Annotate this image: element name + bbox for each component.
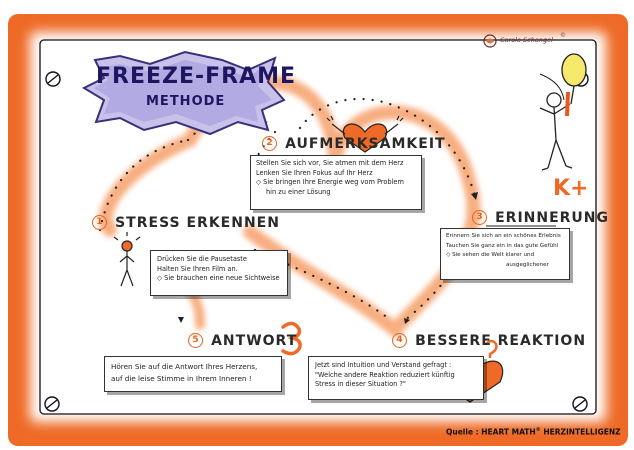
- author-signature-mark: ©: [560, 32, 566, 39]
- step-5-line: Hören Sie auf die Antwort Ihres Herzens,: [111, 362, 258, 371]
- source-registered-mark: ®: [535, 427, 541, 433]
- lightbulb-figure-icon: [113, 232, 141, 287]
- step-1-heading: 1 STRESS ERKENNEN: [92, 212, 280, 231]
- step-1-line: Halten Sie Ihren Film an.: [157, 264, 238, 273]
- step-5-line: auf die leise Stimme in Ihrem Inneren !: [111, 374, 252, 383]
- arrow-to-step4: [404, 318, 410, 324]
- step-2-heading: 2 AUFMERKSAMKEIT: [262, 133, 446, 152]
- step-3-line: Tauchen Sie ganz ein in das gute Gefühl: [446, 242, 559, 249]
- step-4-heading: 4 BESSERE REAKTION: [392, 330, 586, 349]
- kplus-logo: K+: [553, 176, 589, 201]
- source-suffix: HERZINTELLIGENZ: [543, 427, 621, 437]
- step-3-box: Erinnern Sie sich an ein schönes Erlebni…: [440, 228, 570, 280]
- step-3-line: ausgeglichener: [506, 261, 549, 268]
- step-4-line: Stress in dieser Situation ?": [315, 380, 406, 388]
- red-ribbon: [565, 92, 570, 116]
- step-5-heading: 5 ANTWORT: [188, 330, 297, 349]
- step-3-line: Erinnern Sie sich an ein schönes Erlebni…: [446, 233, 561, 239]
- step-5-number: 5: [188, 333, 203, 348]
- step-3-heading: 3 ERINNERUNG: [472, 207, 609, 226]
- step-1-title: STRESS ERKENNEN: [115, 215, 280, 231]
- author-logo-icon: [483, 34, 497, 48]
- step-1-box: Drücken Sie die Pausetaste Halten Sie Ih…: [150, 250, 288, 296]
- title-line-1: FREEZE-FRAME: [96, 64, 297, 89]
- step-3-title: ERINNERUNG: [495, 210, 609, 226]
- source-credit: Quelle : HEART MATH® HERZINTELLIGENZ: [446, 427, 621, 437]
- step-1-line: ◇ Sie brauchen eine neue Sichtweise: [157, 274, 280, 282]
- author-signature: Carola Schangel: [500, 36, 553, 44]
- arrow-to-step5: [178, 317, 184, 323]
- step-2-line: ◇ Sie bringen Ihre Energie weg vom Probl…: [256, 178, 404, 186]
- step-2-line: Stellen Sie sich vor, Sie atmen mit dem …: [256, 159, 404, 167]
- source-prefix: Quelle : HEART MATH: [446, 427, 536, 437]
- step-2-box: Stellen Sie sich vor, Sie atmen mit dem …: [250, 155, 422, 210]
- step-2-line: Lenken Sie Ihren Fokus auf Ihr Herz: [256, 168, 373, 177]
- step-4-line: "Welche andere Reaktion reduziert künfti…: [315, 370, 455, 379]
- step-2-line: hin zu einer Lösung: [266, 187, 331, 196]
- step-4-box: Jetzt sind Intuition und Verstand gefrag…: [308, 356, 484, 400]
- orange-three-icon: [281, 321, 302, 356]
- step-1-line: Drücken Sie die Pausetaste: [157, 255, 247, 263]
- arrow-to-step3: [471, 192, 478, 200]
- heart-icon: [326, 115, 404, 153]
- step-2-number: 2: [262, 136, 277, 151]
- white-board: [39, 39, 597, 415]
- step-4-line: Jetzt sind Intuition und Verstand gefrag…: [315, 361, 452, 369]
- step-5-title: ANTWORT: [211, 333, 298, 349]
- balloon-string: [539, 73, 565, 101]
- stick-figure-illustration: [539, 53, 587, 171]
- step-4-title: BESSERE REAKTION: [415, 333, 587, 349]
- step-5-box: Hören Sie auf die Antwort Ihres Herzens,…: [104, 356, 282, 392]
- step-3-number: 3: [472, 210, 487, 225]
- step-4-number: 4: [392, 333, 407, 348]
- step-3-line: ◇ Sie sehen die Welt klarer und: [446, 252, 535, 258]
- step-2-title: AUFMERKSAMKEIT: [285, 136, 446, 152]
- step-1-number: 1: [92, 215, 107, 230]
- title-line-2: METHODE: [146, 94, 226, 109]
